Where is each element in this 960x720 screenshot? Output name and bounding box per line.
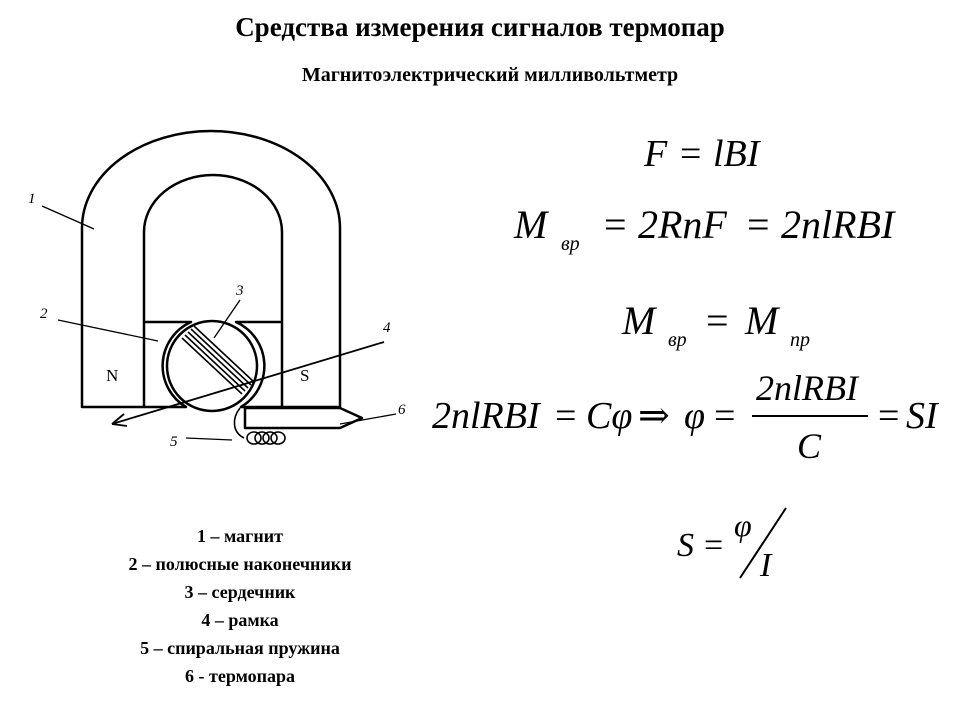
- f3-sub1: вр: [668, 329, 687, 351]
- leader-line-2: [57, 319, 159, 342]
- f5-eq: =: [704, 527, 723, 564]
- f1-lhs: F: [643, 133, 668, 175]
- pole-piece-left: [144, 320, 193, 409]
- f4-den: C: [797, 426, 822, 466]
- callout-4: 4: [383, 320, 391, 336]
- legend: 1 – магнит 2 – полюсные наконечники 3 – …: [60, 522, 420, 690]
- f4-rhs: SI: [906, 395, 940, 437]
- leader-line-5: [185, 437, 233, 441]
- pole-label-south: S: [300, 366, 309, 385]
- magnet-outline: [80, 129, 342, 409]
- f3-m2: M: [744, 298, 781, 343]
- f1-rhs: lBI: [713, 133, 762, 175]
- f2-sub: вр: [561, 233, 580, 255]
- legend-item-3: 3 – сердечник: [184, 582, 296, 602]
- callout-2: 2: [40, 306, 48, 322]
- f4-eq3: =: [878, 395, 899, 437]
- f5-den: I: [759, 547, 773, 584]
- pole-piece-right: [234, 320, 282, 409]
- f4-phi: φ: [684, 395, 705, 437]
- f4-mid: Cφ: [586, 395, 632, 437]
- pole-label-north: N: [106, 366, 118, 385]
- core-circle: [165, 319, 259, 413]
- legend-item-2: 2 – полюсные наконечники: [128, 554, 352, 574]
- thermocouple-probe: [243, 406, 364, 430]
- f4-lhs: 2nlRBI: [432, 395, 542, 437]
- f5-num: φ: [734, 507, 752, 543]
- legend-item-1: 1 – магнит: [197, 526, 283, 546]
- f5-lhs: S: [677, 527, 694, 564]
- page-subtitle: Магнитоэлектрический милливольтметр: [301, 64, 679, 86]
- f2-eq2: =: [747, 202, 770, 247]
- legend-item-6: 6 - термопара: [185, 666, 295, 686]
- f3-eq: =: [706, 298, 729, 343]
- f4-num: 2nlRBI: [756, 368, 860, 408]
- f4-arrow: ⇒: [638, 395, 670, 437]
- f2-eq1: =: [604, 202, 627, 247]
- legend-item-4: 4 – рамка: [201, 610, 279, 630]
- spiral-spring: [233, 407, 286, 445]
- f4-eq1: =: [555, 395, 576, 437]
- leader-line-6: [339, 413, 397, 425]
- f3-sub2: пр: [790, 329, 810, 351]
- f5-slash: [739, 507, 787, 579]
- f2-rhs: 2nlRBI: [781, 202, 896, 247]
- leader-line-1: [41, 205, 95, 230]
- callout-5: 5: [170, 434, 178, 450]
- callout-6: 6: [398, 402, 406, 418]
- f2-mid: 2RnF: [638, 202, 727, 247]
- f1-eq: =: [680, 133, 701, 175]
- legend-item-5: 5 – спиральная пружина: [140, 638, 340, 658]
- callout-3: 3: [235, 283, 244, 299]
- callout-1: 1: [28, 191, 36, 207]
- frame-coil: [181, 325, 255, 395]
- f4-eq2: =: [714, 395, 735, 437]
- leader-line-3: [213, 299, 241, 339]
- page-title: Средства измерения сигналов термопар: [235, 12, 725, 42]
- f2-m: M: [513, 202, 550, 247]
- f3-m1: M: [621, 298, 658, 343]
- pointer-arrow: [111, 341, 385, 427]
